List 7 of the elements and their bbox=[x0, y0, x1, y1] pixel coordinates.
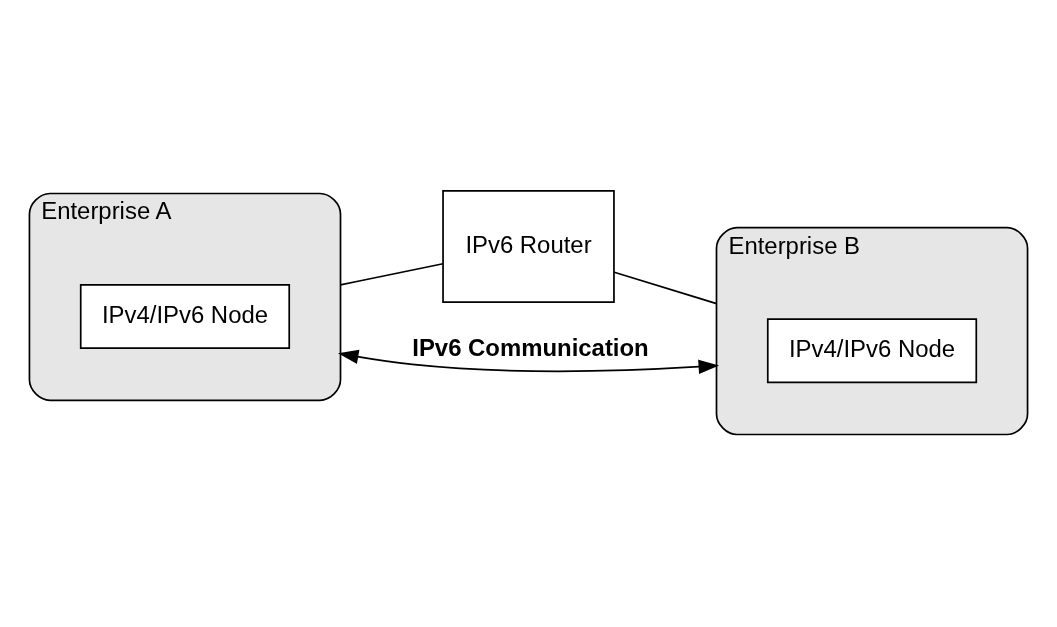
edge-label: IPv6 Communication bbox=[412, 333, 649, 361]
node-box: IPv4/IPv6 Node bbox=[79, 283, 291, 349]
arrow bbox=[337, 349, 720, 374]
node-box: IPv4/IPv6 Node bbox=[766, 317, 978, 383]
connector bbox=[339, 262, 444, 286]
node-box: IPv6 Router bbox=[442, 189, 615, 303]
connector bbox=[613, 270, 718, 304]
